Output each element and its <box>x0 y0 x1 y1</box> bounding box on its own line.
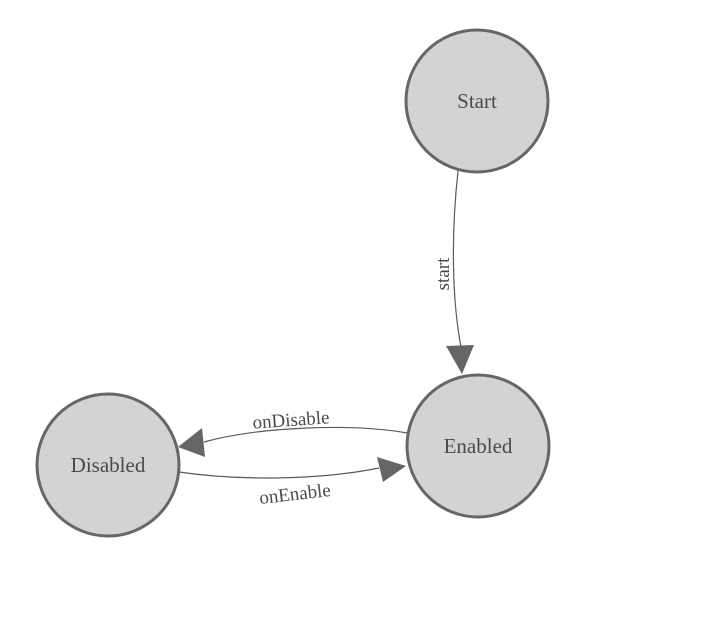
edge-enabled-to-disabled: onDisable <box>178 407 408 457</box>
node-circle-enabled <box>405 373 551 519</box>
state-node-start: Start <box>404 28 550 174</box>
edge-start-to-enabled: start <box>433 170 474 374</box>
edge-line-ondisable <box>203 426 408 443</box>
arrowhead-left-icon <box>178 428 205 457</box>
edge-label-start: start <box>433 257 454 290</box>
edge-disabled-to-enabled: onEnable <box>178 457 406 509</box>
node-label-disabled: Disabled <box>71 453 146 477</box>
edge-line-start <box>452 170 462 348</box>
state-node-disabled: Disabled <box>35 392 181 538</box>
state-node-enabled: Enabled <box>405 373 551 519</box>
node-label-enabled: Enabled <box>444 434 513 458</box>
node-circle-disabled <box>35 392 181 538</box>
node-circle-start <box>404 28 550 174</box>
edge-line-onenable <box>178 467 380 479</box>
edge-label-ondisable: onDisable <box>252 407 330 433</box>
arrowhead-right-icon <box>377 457 406 482</box>
edge-label-onenable: onEnable <box>258 480 332 509</box>
node-label-start: Start <box>457 89 497 113</box>
arrowhead-down-icon <box>446 345 474 374</box>
